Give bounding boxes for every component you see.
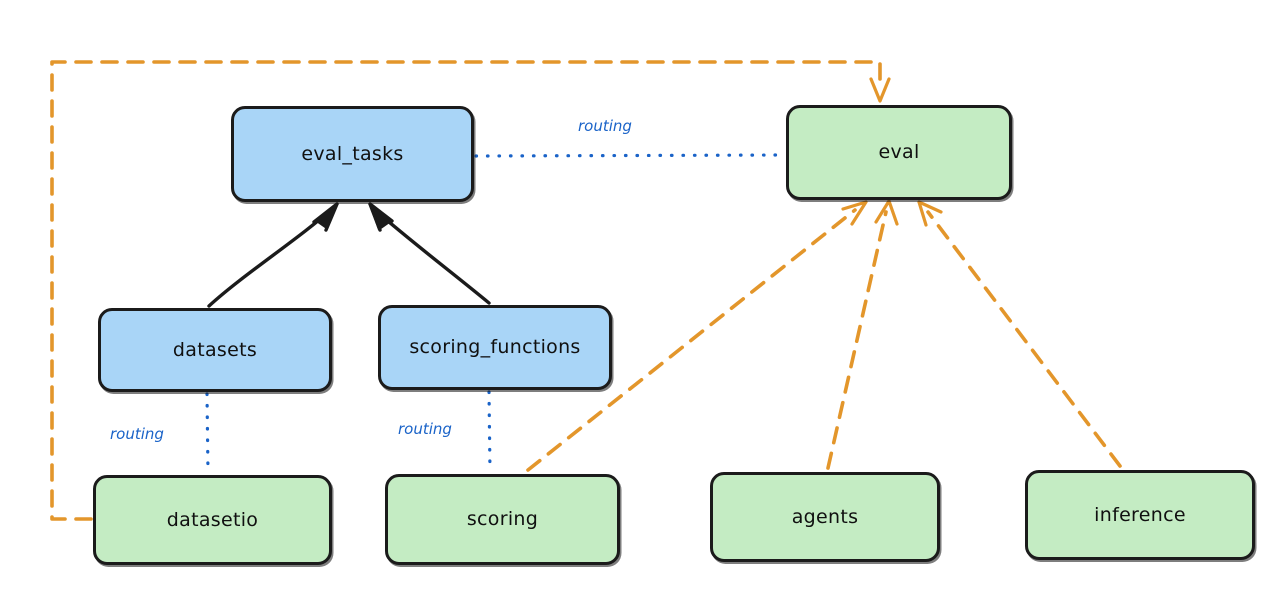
node-label-datasetio: datasetio xyxy=(166,508,259,531)
node-eval_tasks[interactable]: eval_tasks xyxy=(231,106,474,202)
node-label-eval_tasks: eval_tasks xyxy=(301,142,404,165)
edge-datasets-to-eval_tasks xyxy=(207,202,339,308)
node-label-scoring: scoring xyxy=(466,508,539,531)
node-inference[interactable]: inference xyxy=(1025,470,1255,560)
node-label-agents: agents xyxy=(791,505,859,528)
edge-agents-to-eval xyxy=(826,199,899,470)
edge-label-routing-scoring: routing xyxy=(398,420,452,438)
node-datasetio[interactable]: datasetio xyxy=(93,475,332,565)
edge-label-routing-eval: routing xyxy=(578,117,632,135)
edge-scoring_functions-to-scoring xyxy=(487,390,492,474)
node-label-inference: inference xyxy=(1094,503,1186,526)
node-label-scoring_functions: scoring_functions xyxy=(409,336,581,359)
node-label-eval: eval xyxy=(878,141,920,164)
edge-datasets-to-datasetio xyxy=(205,392,210,475)
node-agents[interactable]: agents xyxy=(710,472,940,562)
edge-label-routing-datasetio: routing xyxy=(110,425,164,443)
node-eval[interactable]: eval xyxy=(786,105,1012,200)
node-scoring[interactable]: scoring xyxy=(385,474,620,565)
edge-scoring_functions-to-eval_tasks xyxy=(368,202,491,305)
node-scoring_functions[interactable]: scoring_functions xyxy=(378,305,612,390)
node-datasets[interactable]: datasets xyxy=(98,308,332,392)
edge-eval_tasks-to-eval xyxy=(474,153,786,158)
node-label-datasets: datasets xyxy=(172,338,258,361)
edge-inference-to-eval xyxy=(917,200,1122,468)
